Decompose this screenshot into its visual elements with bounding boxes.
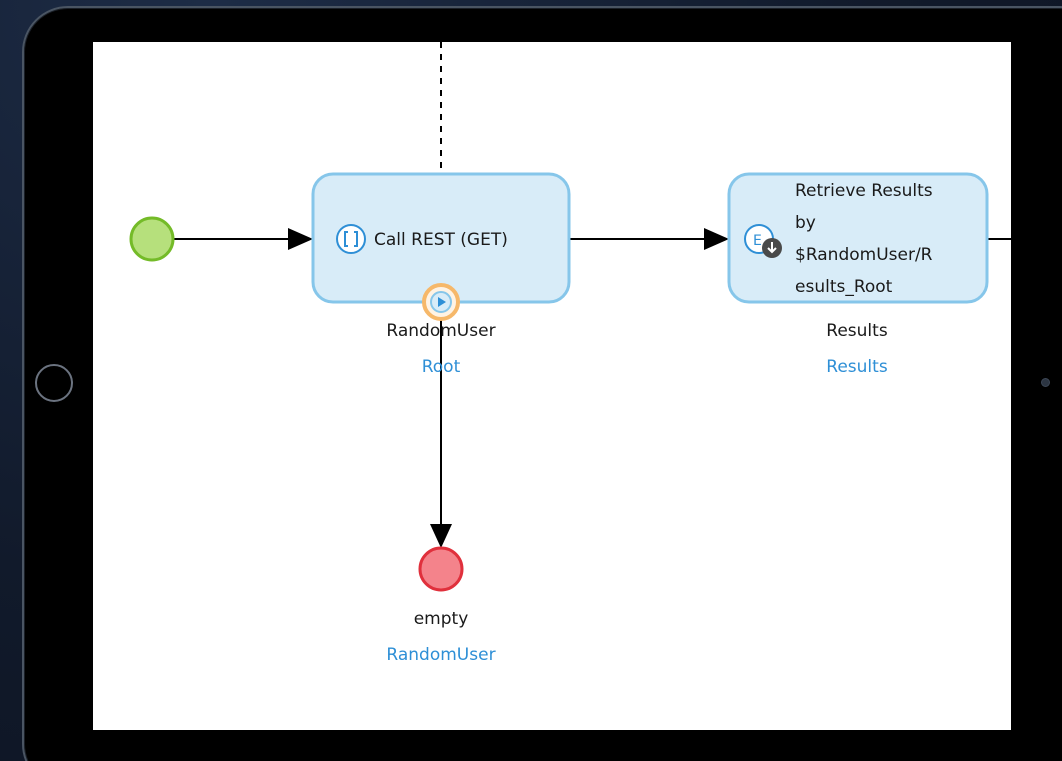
arrowhead-icon — [288, 228, 313, 250]
activity-retrieve[interactable]: E Retrieve Results by $RandomUser/R esul… — [727, 172, 989, 304]
rest-call-icon — [336, 224, 366, 254]
activity-call-rest[interactable]: Call REST (GET) — [311, 172, 571, 304]
arrowhead-icon — [704, 228, 729, 250]
microflow-canvas[interactable]: Call REST (GET) E Retrieve Results by $R… — [93, 42, 1011, 730]
output-variable-type: Results — [826, 357, 888, 377]
error-handler-icon[interactable] — [422, 283, 460, 321]
activity-caption-line: $RandomUser/R — [795, 245, 933, 265]
output-variable-name: Results — [826, 321, 888, 341]
end-event-icon[interactable] — [418, 546, 464, 592]
home-button[interactable] — [35, 364, 73, 402]
camera-icon — [1041, 378, 1050, 387]
activity-caption-line: by — [795, 213, 816, 233]
end-event-return-value: empty — [414, 609, 469, 629]
output-variable-type: Root — [422, 357, 461, 377]
end-event-return-type: RandomUser — [386, 645, 495, 665]
activity-caption: Call REST (GET) — [374, 230, 508, 250]
activity-caption-line: Retrieve Results — [795, 181, 933, 201]
activity-caption-line: esults_Root — [795, 277, 893, 297]
svg-text:E: E — [753, 233, 762, 249]
retrieve-entity-icon: E — [744, 224, 782, 258]
start-event-icon[interactable] — [129, 216, 175, 262]
arrowhead-icon — [430, 524, 452, 548]
output-variable-name: RandomUser — [386, 321, 495, 341]
